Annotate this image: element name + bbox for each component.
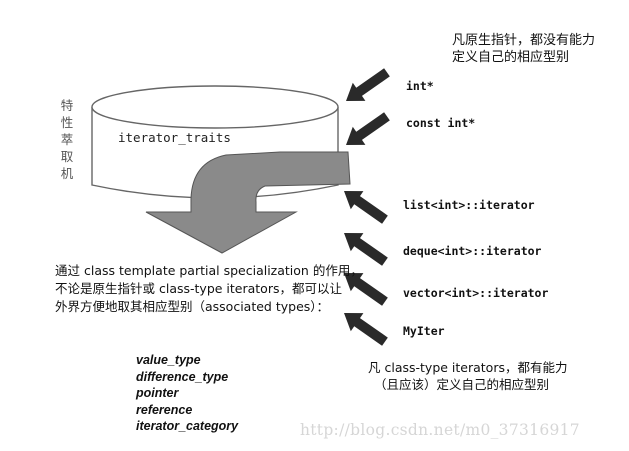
side-label-char: 取 <box>60 149 74 164</box>
input-type-label: deque<int>::iterator <box>403 244 542 258</box>
associated-type-item: pointer <box>136 386 179 400</box>
traits-machine-label: 特 性 萃 取 机 <box>59 97 75 182</box>
raw-pointer-note: 凡原生指针，都没有能力 定义自己的相应型别 <box>452 32 595 66</box>
raw-pointer-note-line1: 凡原生指针，都没有能力 <box>452 33 596 48</box>
input-arrow-6 <box>344 313 388 346</box>
input-arrow-1 <box>346 68 390 101</box>
class-type-note-line1: 凡 class-type iterators，都有能力 <box>368 360 568 375</box>
class-type-note-line2: （且应该）定义自己的相应型别 <box>374 377 550 392</box>
input-type-label: vector<int>::iterator <box>403 286 549 300</box>
cylinder-top-ellipse <box>91 85 339 129</box>
input-type-label: const int* <box>406 116 476 130</box>
input-arrow-4 <box>344 233 388 266</box>
input-arrows <box>344 68 390 346</box>
description-line2: 不论是原生指针或 class-type iterators，都可以让 <box>55 281 342 296</box>
input-arrow-3 <box>344 191 388 224</box>
input-type-label: MyIter <box>403 324 445 338</box>
associated-type-item: iterator_category <box>136 419 239 433</box>
cylinder-title: iterator_traits <box>118 130 231 145</box>
input-type-label: list<int>::iterator <box>403 198 535 212</box>
watermark-url: http://blog.csdn.net/m0_37316917 <box>300 421 580 439</box>
associated-type-item: reference <box>136 402 193 417</box>
associated-type-item: difference_type <box>136 369 229 384</box>
partial-specialization-description: 通过 class template partial specialization… <box>55 262 363 316</box>
raw-pointer-note-line2: 定义自己的相应型别 <box>452 50 570 65</box>
side-label-char: 萃 <box>60 132 74 147</box>
side-label-char: 机 <box>60 166 74 181</box>
input-arrow-5 <box>344 273 388 306</box>
side-label-char: 特 <box>60 98 74 113</box>
input-type-label: int* <box>406 79 434 93</box>
associated-type-item: value_type <box>136 353 201 367</box>
associated-types-list: value_type difference_type pointer refer… <box>136 352 238 435</box>
side-label-char: 性 <box>60 115 74 130</box>
input-arrow-2 <box>346 112 390 145</box>
class-type-iterator-note: 凡 class-type iterators，都有能力 （且应该）定义自己的相应… <box>368 359 567 393</box>
description-line3: 外界方便地取其相应型别（associated types）： <box>55 299 330 314</box>
description-line1: 通过 class template partial specialization… <box>55 263 363 278</box>
output-funnel-arrow <box>145 151 351 254</box>
